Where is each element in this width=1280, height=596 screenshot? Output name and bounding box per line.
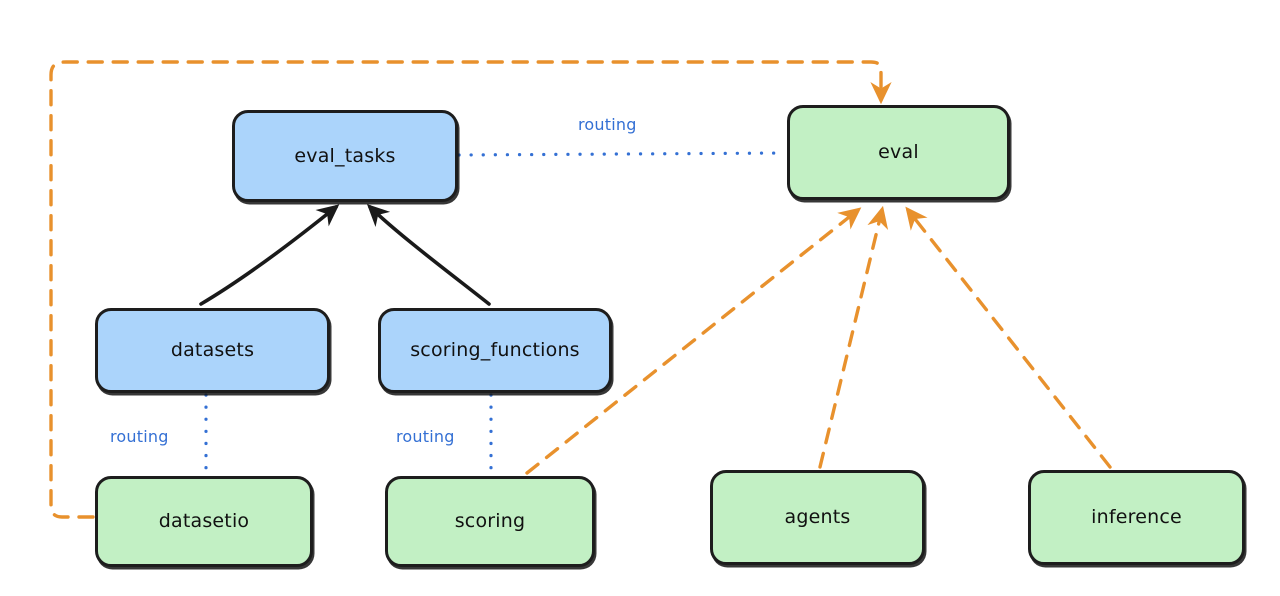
node-scoring-label: scoring [454, 510, 526, 533]
edge-label-routing-scoring: routing [396, 427, 455, 446]
node-datasetio[interactable]: datasetio [95, 476, 313, 567]
edge-eval_tasks-to-eval [457, 151, 787, 157]
edge-label-routing-datasetio: routing [110, 427, 169, 446]
edge-datasetio-to-eval [49, 60, 892, 519]
node-agents-label: agents [784, 506, 851, 529]
node-eval[interactable]: eval [787, 105, 1010, 200]
edge-agents-to-eval [818, 205, 889, 469]
node-eval-tasks[interactable]: eval_tasks [232, 110, 458, 202]
node-eval-tasks-label: eval_tasks [294, 144, 396, 167]
node-datasetio-label: datasetio [158, 510, 250, 533]
node-inference[interactable]: inference [1028, 470, 1245, 565]
node-scoring-functions-label: scoring_functions [410, 339, 580, 362]
node-inference-label: inference [1091, 506, 1182, 529]
node-scoring[interactable]: scoring [385, 476, 595, 567]
edge-label-routing-eval: routing [578, 115, 637, 134]
edge-datasets-to-eval_tasks [199, 204, 340, 306]
node-datasets-label: datasets [170, 339, 255, 362]
edge-scoring_functions-to-eval_tasks [366, 204, 491, 306]
node-datasets[interactable]: datasets [95, 308, 330, 393]
edge-inference-to-eval [905, 206, 1112, 469]
node-eval-label: eval [878, 141, 919, 164]
node-agents[interactable]: agents [710, 470, 925, 565]
node-scoring-functions[interactable]: scoring_functions [378, 308, 612, 393]
